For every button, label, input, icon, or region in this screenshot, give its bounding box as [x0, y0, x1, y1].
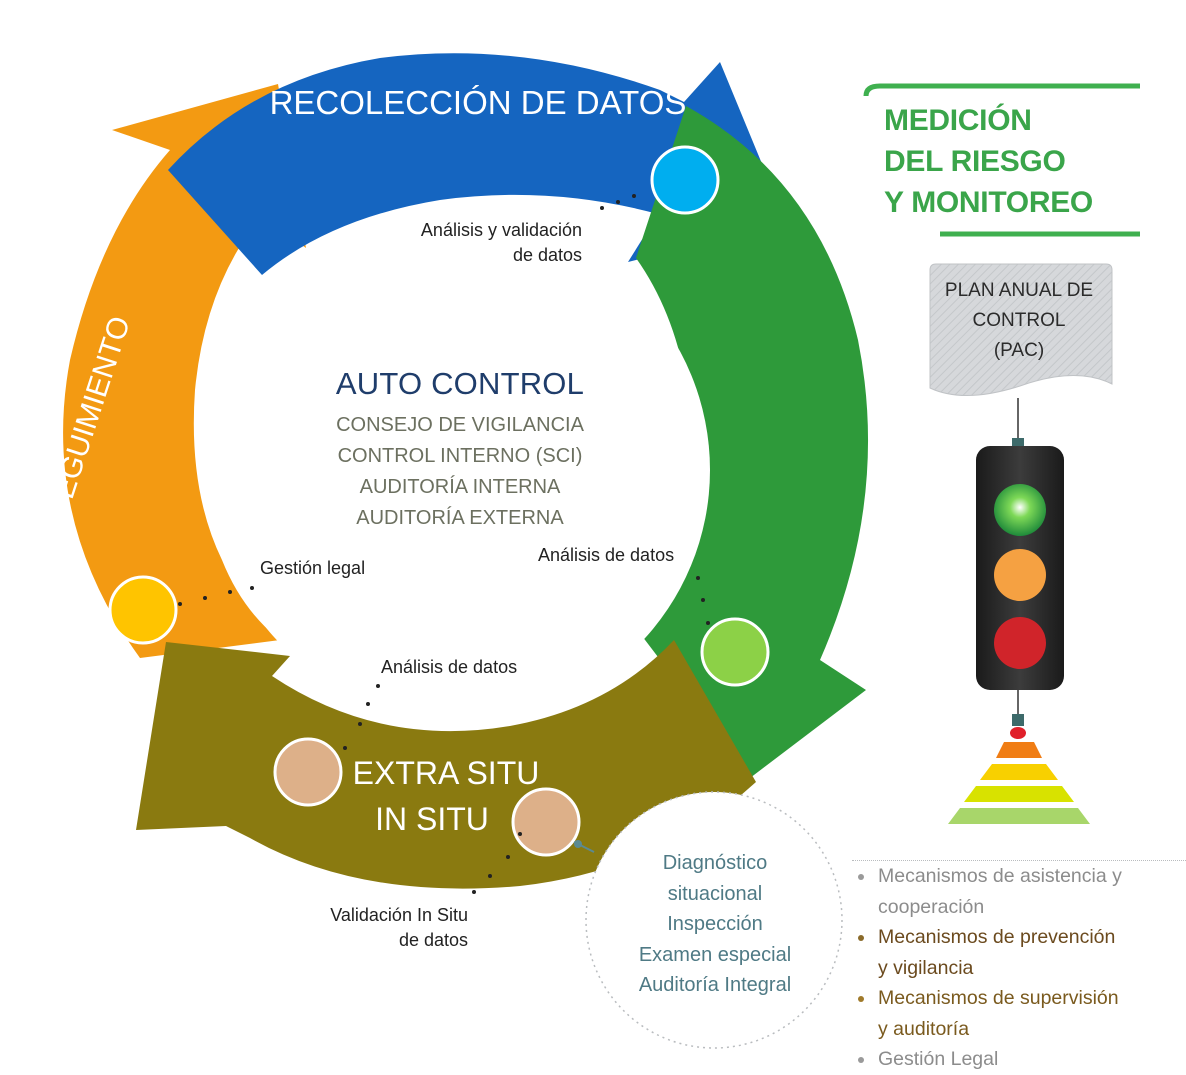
recoleccion-label: RECOLECCIÓN DE DATOS: [270, 84, 687, 121]
pac-line: CONTROL: [972, 310, 1066, 331]
pac-line: PLAN ANUAL DE: [944, 280, 1094, 301]
label-line: Validación In Situ: [330, 905, 468, 925]
node-circle-tan-1: [273, 737, 343, 807]
label-analisis-datos-bottom: Análisis de datos: [381, 657, 518, 677]
legend-item-line: Gestión Legal: [878, 1048, 999, 1070]
center-item: AUDITORÍA INTERNA: [359, 476, 561, 498]
legend-item-line: Mecanismos de prevención: [878, 926, 1116, 948]
pac-clip: [1012, 438, 1024, 448]
in-situ-label: IN SITU: [375, 801, 489, 837]
pac-text: PLAN ANUAL DE CONTROL (PAC): [926, 276, 1112, 366]
center-title: AUTO CONTROL: [335, 366, 585, 401]
label-analisis-datos-right: Análisis de datos: [538, 545, 675, 565]
bullet-icon: [858, 1057, 864, 1063]
bubble-line: Examen especial: [638, 943, 792, 966]
legend-item: Mecanismos de prevención y vigilancia: [852, 922, 1186, 983]
green-arrow: [604, 106, 869, 778]
side-title-line: Y MONITOREO: [884, 186, 1093, 219]
bubble-line: situacional: [667, 882, 763, 905]
legend-item-line: Mecanismos de supervisión: [878, 987, 1119, 1009]
legend-item: Mecanismos de asistencia y cooperación: [852, 861, 1186, 922]
label-analisis-validacion: Análisis y validación de datos: [360, 218, 582, 268]
label-line: Análisis y validación: [420, 220, 582, 240]
pac-banner: [929, 263, 1113, 396]
bullet-icon: [858, 874, 864, 880]
info-bubble: [585, 791, 843, 1049]
legend-item-line: y vigilancia: [878, 956, 974, 979]
traffic-light-icon: [976, 446, 1064, 739]
bubble-line: Inspección: [667, 913, 763, 935]
dotted-connectors: [178, 194, 710, 894]
bullet-icon: [858, 935, 864, 941]
node-circle-blue: [650, 145, 720, 215]
bullet-icon: [858, 996, 864, 1002]
center-item: CONTROL INTERNO (SCI): [337, 445, 583, 467]
node-circle-tan-2: [511, 787, 581, 857]
legend-item: Mecanismos de supervisión y auditoría: [852, 983, 1186, 1044]
label-validacion-in-situ: Validación In Situ de datos: [268, 903, 468, 953]
legend-item-line: Mecanismos de asistencia y: [878, 865, 1122, 887]
center-item: AUDITORÍA EXTERNA: [356, 507, 564, 529]
side-title-line: MEDICIÓN: [884, 104, 1032, 137]
bubble-line: Auditoría Integral: [638, 974, 792, 996]
pyramid-icon: [948, 742, 1090, 824]
legend-item: Gestión Legal: [852, 1044, 1186, 1075]
side-title-line: DEL RIESGO: [884, 145, 1066, 178]
center-list: CONSEJO DE VIGILANCIA CONTROL INTERNO (S…: [250, 410, 670, 534]
bubble-text: Diagnóstico situacional Inspección Exame…: [610, 848, 820, 1001]
node-circle-lightgreen: [700, 617, 770, 687]
olive-arrow-in-situ: [136, 640, 756, 889]
bubble-line: Diagnóstico: [662, 852, 768, 874]
extra-situ-label: EXTRA SITU: [353, 755, 540, 791]
label-line: de datos: [512, 245, 582, 265]
pac-line: (PAC): [993, 340, 1045, 361]
bubble-connector-dot: [574, 840, 582, 848]
title-line-top: [863, 83, 1140, 97]
legend-item-line: y auditoría: [878, 1017, 970, 1040]
label-gestion-legal: Gestión legal: [260, 558, 366, 578]
legend-item-line: cooperación: [878, 895, 985, 918]
inner-circle: [210, 220, 710, 720]
blue-arrow-recoleccion: [168, 53, 786, 276]
node-circle-yellow: [108, 575, 178, 645]
label-line: de datos: [398, 930, 468, 950]
center-item: CONSEJO DE VIGILANCIA: [336, 414, 584, 436]
side-title: MEDICIÓN DEL RIESGO Y MONITOREO: [884, 100, 1164, 223]
